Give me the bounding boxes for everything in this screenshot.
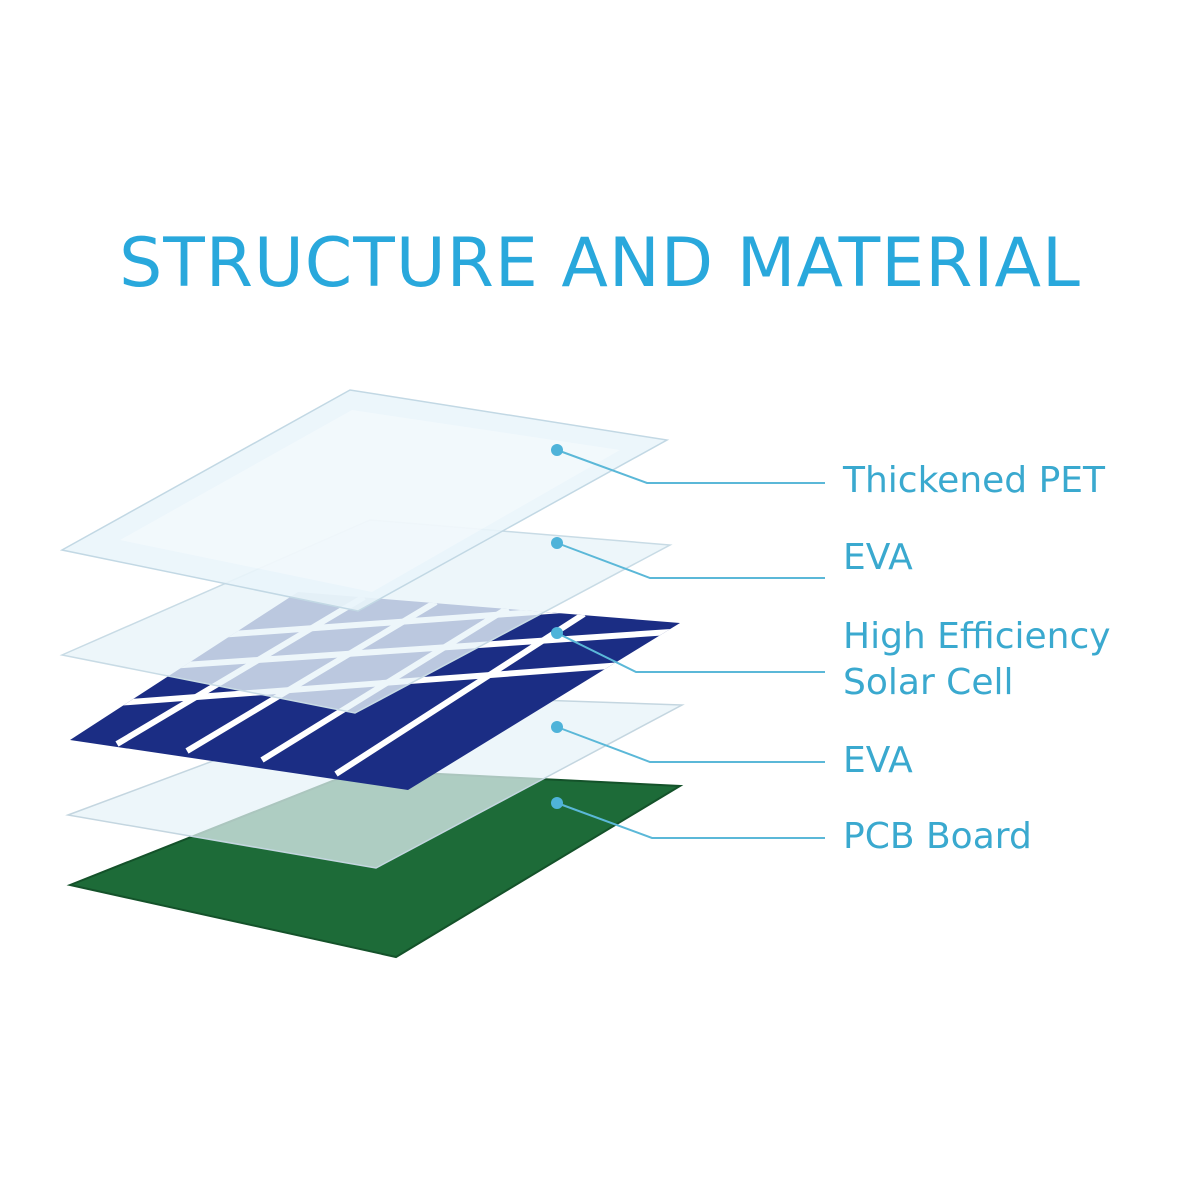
- pet-sheen: [120, 410, 620, 592]
- label-solar-cell-line2: Solar Cell: [843, 662, 1014, 703]
- leader-dot-eva-upper: [551, 537, 563, 549]
- leader-line-pcb: [556, 802, 825, 839]
- label-eva-upper: EVA: [843, 537, 913, 578]
- label-thickened-pet: Thickened PET: [843, 460, 1106, 501]
- leader-dot-pcb: [551, 797, 563, 809]
- leader-lines: [556, 449, 825, 839]
- leader-line-pet: [556, 449, 825, 484]
- thickened-pet-layer: [59, 389, 670, 612]
- label-pcb-board: PCB Board: [843, 816, 1032, 857]
- leader-dot-eva-lower: [551, 721, 563, 733]
- leader-line-eva-upper: [556, 542, 825, 579]
- leader-line-solar-cell: [556, 632, 825, 673]
- label-eva-lower: EVA: [843, 740, 913, 781]
- leader-dots: [551, 444, 563, 809]
- leader-line-eva-lower: [556, 726, 825, 763]
- diagram-title: STRUCTURE AND MATERIAL: [119, 224, 1081, 303]
- label-solar-cell-line1: High Efficiency: [843, 616, 1111, 657]
- leader-dot-pet: [551, 444, 563, 456]
- leader-dot-solar-cell: [551, 627, 563, 639]
